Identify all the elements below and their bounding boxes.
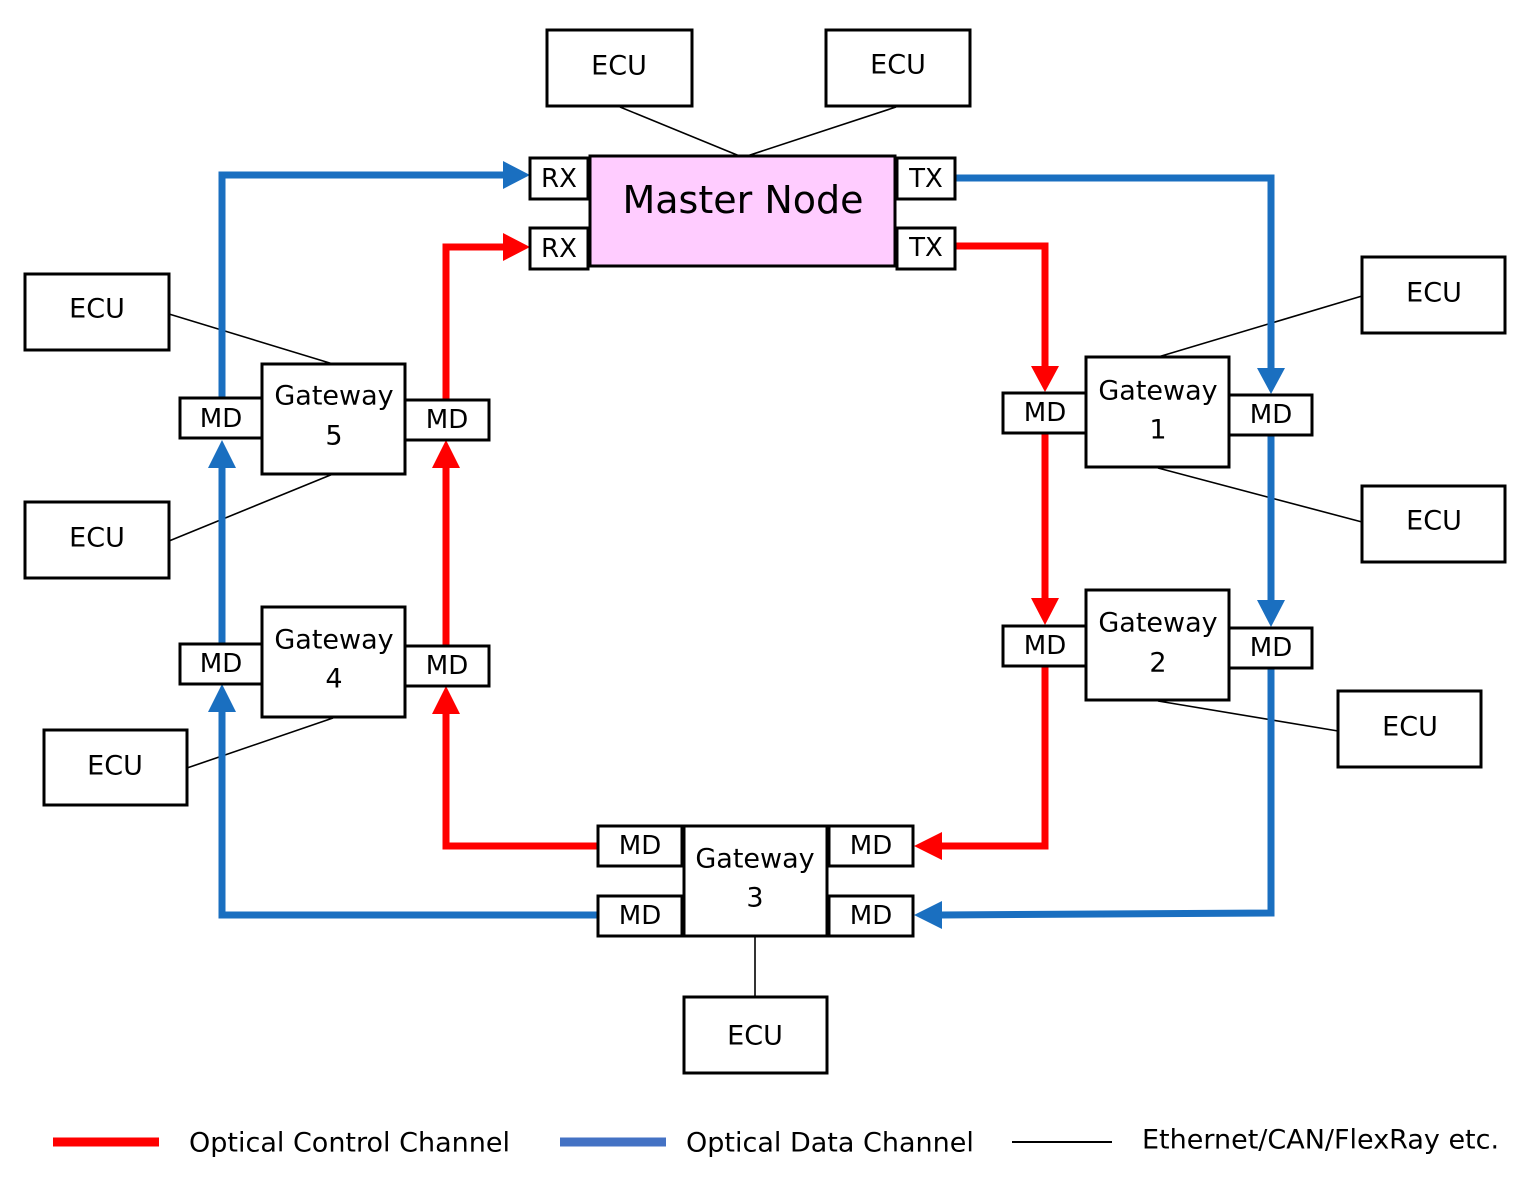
gateway-2: Gateway 2: [1084, 588, 1231, 702]
svg-text:ECU: ECU: [69, 294, 125, 325]
svg-text:MD: MD: [850, 831, 892, 861]
svg-text:MD: MD: [1024, 398, 1066, 428]
svg-text:TX: TX: [908, 233, 943, 263]
master-node-label: Master Node: [622, 178, 863, 222]
svg-text:Gateway: Gateway: [1098, 376, 1217, 407]
svg-text:4: 4: [325, 664, 342, 695]
master-tx-port-control: TX: [895, 226, 957, 271]
svg-text:ECU: ECU: [727, 1021, 783, 1052]
legend-bus-label: Ethernet/CAN/FlexRay etc.: [1142, 1125, 1499, 1156]
md-port: MD: [178, 642, 264, 686]
ecu-box: ECU: [545, 28, 694, 108]
svg-text:Gateway: Gateway: [1098, 608, 1217, 639]
svg-text:ECU: ECU: [87, 751, 143, 782]
svg-text:ECU: ECU: [591, 51, 647, 82]
legend-data-label: Optical Data Channel: [686, 1128, 974, 1159]
svg-text:Gateway: Gateway: [274, 625, 393, 656]
master-node: Master Node: [588, 154, 897, 268]
gateway-1: Gateway 1: [1084, 355, 1231, 469]
legend: Optical Control Channel Optical Data Cha…: [53, 1125, 1499, 1159]
svg-text:ECU: ECU: [69, 523, 125, 554]
svg-text:RX: RX: [541, 164, 577, 194]
md-port: MD: [1001, 624, 1088, 668]
legend-control-label: Optical Control Channel: [189, 1128, 510, 1159]
svg-text:MD: MD: [1250, 633, 1292, 663]
md-port: MD: [827, 894, 915, 938]
svg-text:MD: MD: [619, 901, 661, 931]
md-port: MD: [1001, 391, 1088, 435]
md-port: MD: [596, 894, 684, 938]
gateway-4: Gateway 4: [260, 605, 407, 719]
ecu-box: ECU: [23, 500, 171, 580]
svg-text:MD: MD: [1024, 631, 1066, 661]
ecu-box: ECU: [682, 995, 829, 1075]
ecu-box: ECU: [1360, 484, 1507, 564]
ecu-box: ECU: [1360, 255, 1507, 335]
optical-control-channel: [432, 233, 1059, 860]
md-port: MD: [596, 824, 684, 868]
svg-text:MD: MD: [1250, 400, 1292, 430]
svg-text:Gateway: Gateway: [695, 844, 814, 875]
svg-text:MD: MD: [200, 404, 242, 434]
md-port: MD: [178, 396, 264, 440]
gateway-3: Gateway 3: [682, 824, 829, 938]
ecu-box: ECU: [824, 28, 972, 108]
svg-text:MD: MD: [619, 831, 661, 861]
svg-text:MD: MD: [426, 405, 468, 435]
md-port: MD: [1227, 626, 1314, 670]
svg-text:Gateway: Gateway: [274, 381, 393, 412]
svg-text:RX: RX: [541, 234, 577, 264]
svg-text:3: 3: [746, 883, 763, 914]
md-port: MD: [403, 398, 491, 442]
ecu-box: ECU: [23, 272, 171, 352]
svg-text:1: 1: [1149, 415, 1166, 446]
svg-text:MD: MD: [200, 649, 242, 679]
svg-text:5: 5: [325, 421, 342, 452]
optical-data-channel: [208, 161, 1285, 929]
md-port: MD: [1227, 393, 1314, 437]
ecu-box: ECU: [42, 728, 189, 807]
master-rx-port-control: RX: [528, 226, 590, 271]
svg-text:TX: TX: [908, 164, 943, 194]
svg-text:ECU: ECU: [1382, 712, 1438, 743]
md-port: MD: [827, 824, 915, 868]
master-tx-port-data: TX: [895, 156, 957, 201]
md-port: MD: [403, 644, 491, 688]
svg-text:2: 2: [1149, 648, 1166, 679]
master-rx-port-data: RX: [528, 156, 590, 201]
gateway-5: Gateway 5: [260, 362, 407, 476]
svg-text:ECU: ECU: [1406, 278, 1462, 309]
bus-wires: [168, 106, 1363, 997]
svg-text:ECU: ECU: [870, 50, 926, 81]
ecu-box: ECU: [1336, 689, 1483, 769]
svg-text:MD: MD: [850, 901, 892, 931]
svg-text:MD: MD: [426, 651, 468, 681]
svg-text:ECU: ECU: [1406, 506, 1462, 537]
